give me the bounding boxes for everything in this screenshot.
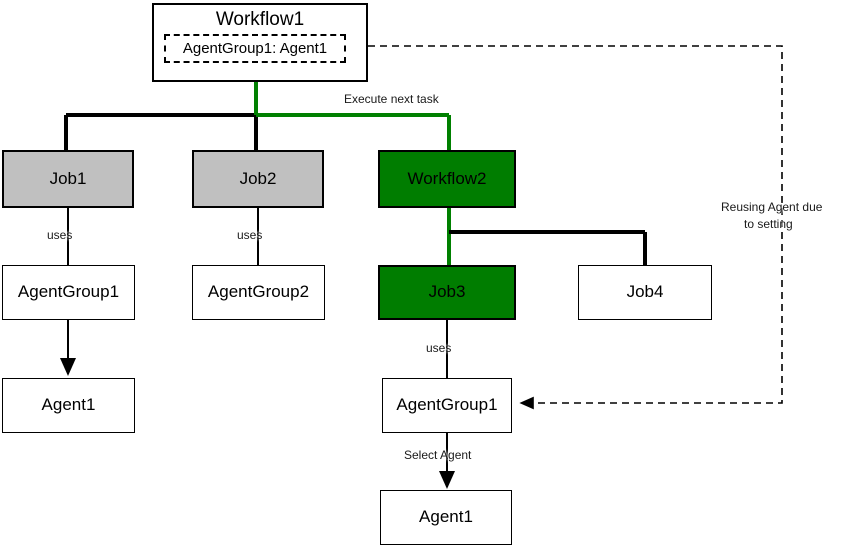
label-execute-next-task: Execute next task: [344, 92, 439, 106]
node-job1-label: Job1: [49, 168, 87, 188]
workflow1-agent-assignment: AgentGroup1: Agent1: [164, 34, 346, 63]
edge-workflow1-bus: [64, 82, 258, 150]
node-workflow1[interactable]: Workflow1 AgentGroup1: Agent1: [152, 3, 368, 82]
label-select-agent: Select Agent: [404, 448, 472, 462]
node-job2[interactable]: Job2: [192, 150, 324, 208]
node-workflow2[interactable]: Workflow2: [378, 150, 516, 208]
node-agentgroup1-reused[interactable]: AgentGroup1: [382, 378, 512, 433]
workflow1-title: Workflow1: [215, 9, 305, 30]
node-job3-label: Job3: [428, 282, 466, 302]
node-job4-label: Job4: [626, 282, 664, 302]
node-job3[interactable]: Job3: [378, 265, 516, 320]
node-agentgroup1-label: AgentGroup1: [17, 282, 120, 302]
label-uses-job3: uses: [426, 341, 452, 355]
node-agent1-label: Agent1: [41, 395, 96, 415]
node-agentgroup2[interactable]: AgentGroup2: [192, 265, 325, 320]
node-agent1-selected[interactable]: Agent1: [380, 490, 512, 545]
node-agent1-selected-label: Agent1: [419, 507, 473, 527]
node-agentgroup2-label: AgentGroup2: [207, 282, 310, 302]
node-job2-label: Job2: [239, 168, 277, 188]
node-job1[interactable]: Job1: [2, 150, 134, 208]
label-uses-job1: uses: [47, 228, 73, 242]
node-workflow2-label: Workflow2: [407, 168, 487, 188]
label-reusing-agent-line1: Reusing Agent due: [721, 200, 823, 214]
node-agentgroup1[interactable]: AgentGroup1: [2, 265, 135, 320]
label-reusing-agent-line2: to setting: [744, 217, 793, 231]
edge-workflow2-job4: [449, 230, 647, 265]
node-agent1[interactable]: Agent1: [2, 378, 135, 433]
node-agentgroup1-reused-label: AgentGroup1: [396, 395, 498, 415]
node-job4[interactable]: Job4: [578, 265, 712, 320]
label-uses-job2: uses: [237, 228, 263, 242]
